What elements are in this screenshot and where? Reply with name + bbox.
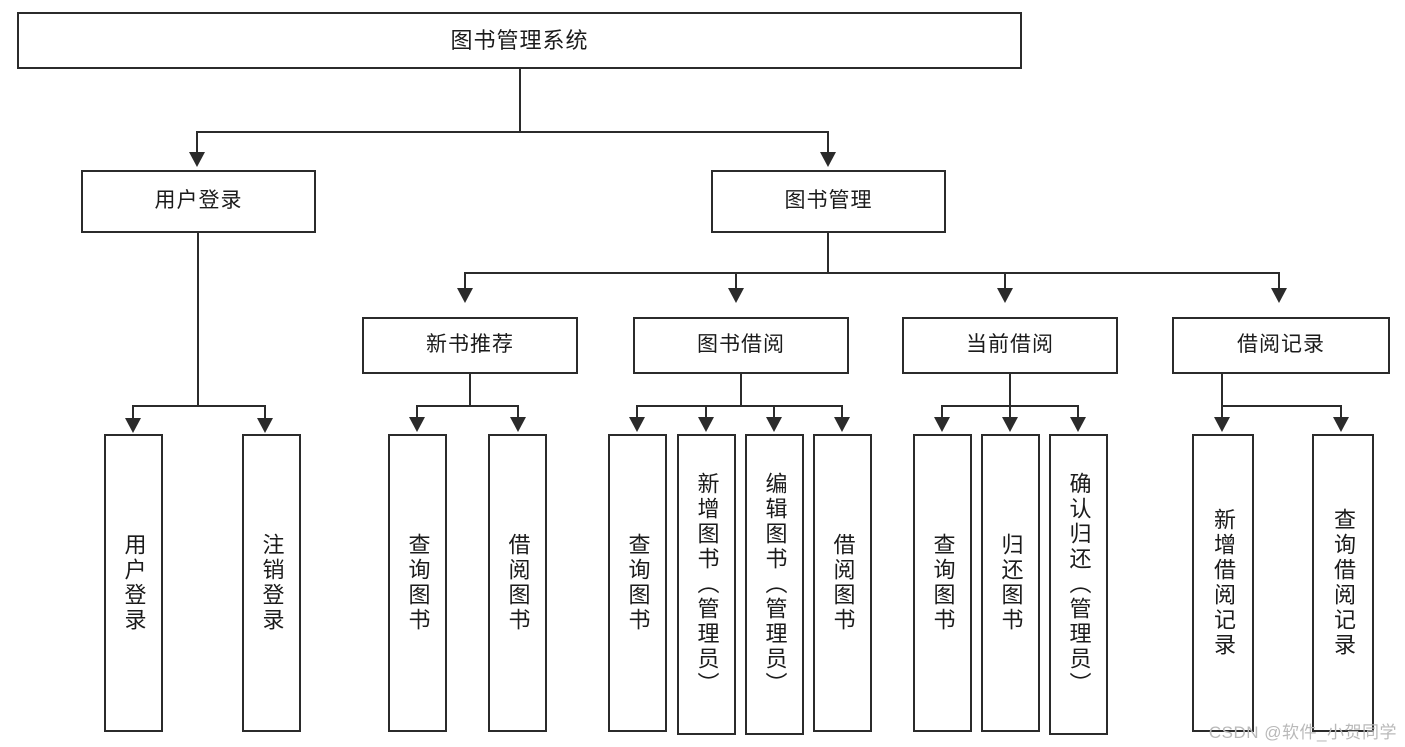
node-label: 借阅记录 (1237, 333, 1325, 357)
leaf-bb-add-book[interactable]: 新增图书（管理员） (677, 434, 736, 735)
arrow-to-leaf-cb-return-book (1002, 417, 1018, 432)
connector-nbr-drop-1 (416, 405, 418, 419)
connector-bb-drop-3 (773, 405, 775, 419)
arrow-to-leaf-logout (257, 418, 273, 433)
connector-bb-drop-2 (705, 405, 707, 419)
connector-br-drop-1 (1221, 405, 1223, 419)
node-book-management[interactable]: 图书管理 (711, 170, 946, 233)
connector-root-bus (196, 131, 829, 133)
arrow-to-leaf-br-query-record (1333, 417, 1349, 432)
node-label: 新书推荐 (426, 333, 514, 357)
connector-cb-stem (1009, 374, 1011, 406)
connector-br-drop-2 (1340, 405, 1342, 419)
node-user-login[interactable]: 用户登录 (81, 170, 316, 233)
connector-bb-drop-1 (636, 405, 638, 419)
leaf-br-add-record[interactable]: 新增借阅记录 (1192, 434, 1254, 732)
arrow-to-leaf-bb-edit-book (766, 417, 782, 432)
connector-bb-stem (740, 374, 742, 406)
arrow-to-book-borrow (728, 288, 744, 303)
node-label: 用户登录 (121, 533, 147, 633)
node-borrow-record[interactable]: 借阅记录 (1172, 317, 1390, 374)
node-book-borrow[interactable]: 图书借阅 (633, 317, 849, 374)
connector-user-login-bus (132, 405, 266, 407)
connector-br-stem (1221, 374, 1223, 406)
connector-cb-drop-1 (941, 405, 943, 419)
connector-bm-drop-4 (1278, 272, 1280, 290)
node-label: 查询图书 (930, 533, 956, 633)
node-label: 新增借阅记录 (1210, 508, 1236, 658)
leaf-bb-borrow-book[interactable]: 借阅图书 (813, 434, 872, 732)
connector-bb-bus (636, 405, 843, 407)
connector-book-manage-bus (464, 272, 1280, 274)
arrow-to-leaf-bb-query-book (629, 417, 645, 432)
leaf-bb-query-book[interactable]: 查询图书 (608, 434, 667, 732)
leaf-cb-confirm-return[interactable]: 确认归还（管理员） (1049, 434, 1108, 735)
connector-bb-drop-4 (841, 405, 843, 419)
leaf-cb-query-book[interactable]: 查询图书 (913, 434, 972, 732)
arrow-to-book-manage (820, 152, 836, 167)
leaf-nbr-borrow-book[interactable]: 借阅图书 (488, 434, 547, 732)
connector-root-stem (519, 69, 521, 132)
node-label: 查询图书 (405, 533, 431, 633)
arrow-to-leaf-cb-query-book (934, 417, 950, 432)
node-current-borrow[interactable]: 当前借阅 (902, 317, 1118, 374)
leaf-cb-return-book[interactable]: 归还图书 (981, 434, 1040, 732)
leaf-logout[interactable]: 注销登录 (242, 434, 301, 732)
node-new-book-recommend[interactable]: 新书推荐 (362, 317, 578, 374)
arrow-to-leaf-nbr-query-book (409, 417, 425, 432)
arrow-to-leaf-br-add-record (1214, 417, 1230, 432)
arrow-to-leaf-cb-confirm-return (1070, 417, 1086, 432)
connector-nbr-drop-2 (517, 405, 519, 419)
leaf-nbr-query-book[interactable]: 查询图书 (388, 434, 447, 732)
connector-user-login-drop-1 (132, 405, 134, 421)
leaf-br-query-record[interactable]: 查询借阅记录 (1312, 434, 1374, 732)
connector-nbr-bus (416, 405, 519, 407)
arrow-to-current-borrow (997, 288, 1013, 303)
connector-bm-drop-1 (464, 272, 466, 290)
connector-user-login-stem (197, 233, 199, 406)
arrow-to-leaf-bb-add-book (698, 417, 714, 432)
connector-nbr-stem (469, 374, 471, 406)
connector-cb-drop-3 (1077, 405, 1079, 419)
connector-root-drop-book-manage (827, 131, 829, 155)
node-label: 图书管理 (784, 189, 873, 213)
arrow-to-new-book-recommend (457, 288, 473, 303)
arrow-to-user-login (189, 152, 205, 167)
node-label: 图书管理系统 (450, 27, 589, 53)
node-label: 查询借阅记录 (1330, 508, 1356, 658)
node-root-library-system[interactable]: 图书管理系统 (17, 12, 1022, 69)
arrow-to-leaf-bb-borrow-book (834, 417, 850, 432)
node-label: 借阅图书 (505, 533, 531, 633)
node-label: 查询图书 (625, 533, 651, 633)
node-label: 图书借阅 (697, 333, 785, 357)
connector-user-login-drop-2 (264, 405, 266, 421)
leaf-bb-edit-book[interactable]: 编辑图书（管理员） (745, 434, 804, 735)
node-label: 新增图书（管理员） (694, 472, 720, 697)
node-label: 确认归还（管理员） (1066, 472, 1092, 697)
connector-book-manage-stem (827, 233, 829, 273)
connector-bm-drop-2 (735, 272, 737, 290)
node-label: 用户登录 (154, 189, 243, 213)
arrow-to-leaf-nbr-borrow-book (510, 417, 526, 432)
connector-root-drop-user-login (196, 131, 198, 155)
node-label: 当前借阅 (966, 333, 1054, 357)
arrow-to-borrow-record (1271, 288, 1287, 303)
node-label: 借阅图书 (830, 533, 856, 633)
node-label: 编辑图书（管理员） (762, 472, 788, 697)
leaf-user-login[interactable]: 用户登录 (104, 434, 163, 732)
connector-bm-drop-3 (1004, 272, 1006, 290)
connector-br-bus (1221, 405, 1342, 407)
arrow-to-leaf-user-login (125, 418, 141, 433)
node-label: 注销登录 (259, 533, 285, 633)
node-label: 归还图书 (998, 533, 1024, 633)
connector-cb-drop-2 (1009, 405, 1011, 419)
